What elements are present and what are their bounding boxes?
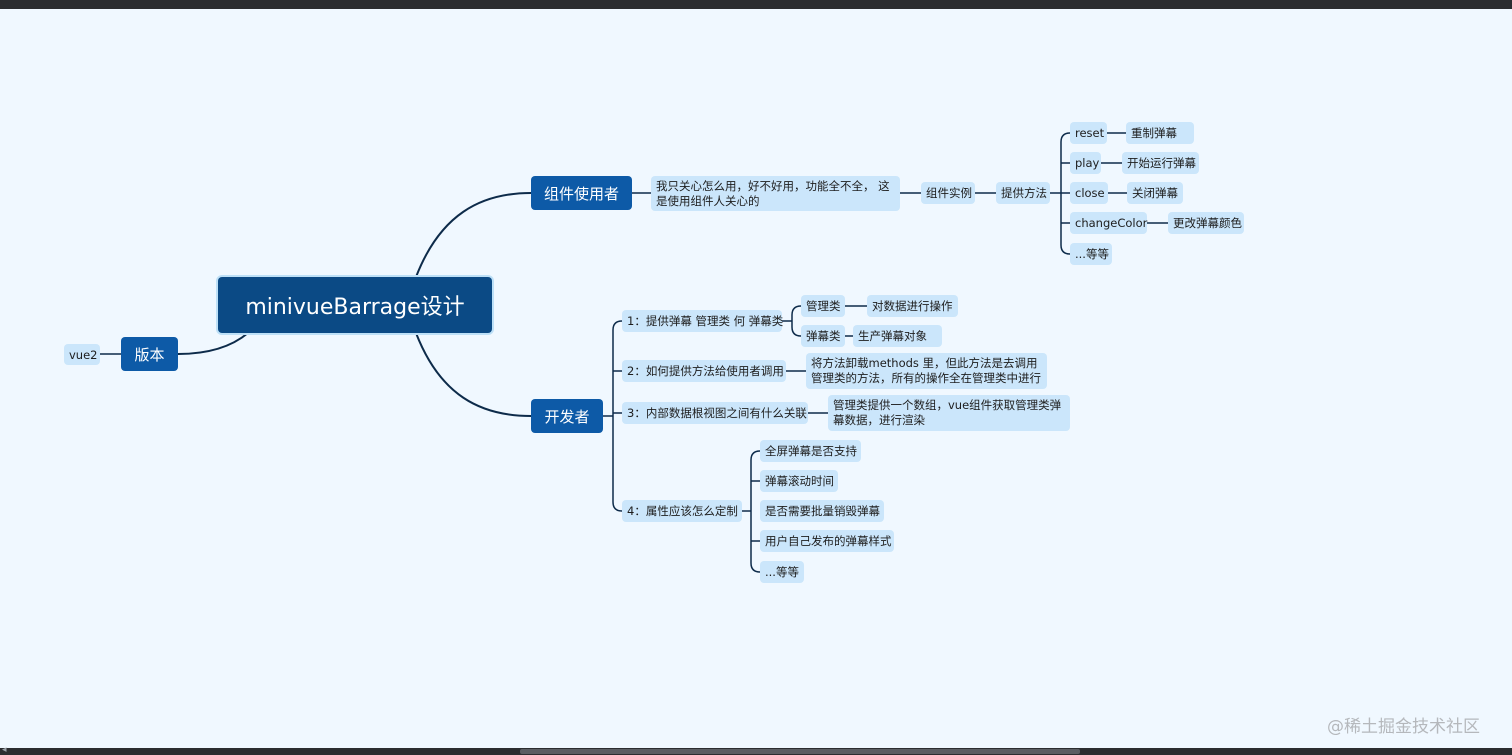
window-top-bar (0, 0, 1512, 9)
users-methods[interactable]: 提供方法 (996, 182, 1050, 204)
dev-item-3-desc-label: 管理类提供一个数组，vue组件获取管理类弹幕数据，进行渲染 (833, 398, 1062, 427)
method-play-label: play (1075, 156, 1100, 170)
method-play-desc-label: 开始运行弹幕 (1127, 156, 1196, 170)
version-vue2-label: vue2 (69, 347, 98, 362)
dev-item-2-desc-label: 将方法卸载methods 里，但此方法是去调用 管理类的方法，所有的操作全在管理… (811, 356, 1041, 385)
topic-version[interactable]: 版本 (121, 337, 178, 371)
dev-item-3[interactable]: 3：内部数据根视图之间有什么关联 (622, 402, 808, 424)
dev-item-3-label: 3：内部数据根视图之间有什么关联 (627, 406, 807, 420)
dev-item-2-label: 2：如何提供方法给使用者调用 (627, 364, 784, 378)
dev-item-4-batch-destroy-label: 是否需要批量销毁弹幕 (765, 504, 880, 518)
topic-users-label: 组件使用者 (543, 184, 619, 203)
method-play-desc[interactable]: 开始运行弹幕 (1122, 152, 1199, 174)
topic-version-label: 版本 (134, 345, 165, 364)
method-reset[interactable]: reset (1070, 122, 1107, 144)
root-topic[interactable]: minivueBarrage设计 (218, 277, 492, 333)
dev-item-3-desc[interactable]: 管理类提供一个数组，vue组件获取管理类弹幕数据，进行渲染 (828, 395, 1070, 431)
users-note[interactable]: 我只关心怎么用，好不好用，功能全不全， 这是使用组件人关心的 (651, 176, 900, 211)
method-changecolor-desc[interactable]: 更改弹幕颜色 (1168, 212, 1244, 234)
method-close[interactable]: close (1070, 182, 1108, 204)
dev-item-4-etc-label: ...等等 (765, 565, 799, 579)
method-etc[interactable]: ...等等 (1070, 243, 1112, 265)
version-vue2[interactable]: vue2 (64, 344, 100, 365)
method-changecolor-label: changeColor (1075, 216, 1148, 230)
dev-item-1-manager-desc[interactable]: 对数据进行操作 (867, 295, 958, 317)
dev-item-1-barrage[interactable]: 弹幕类 (801, 325, 845, 347)
dev-item-4-scroll-time[interactable]: 弹幕滚动时间 (760, 470, 838, 492)
dev-item-4-user-style[interactable]: 用户自己发布的弹幕样式 (760, 530, 894, 552)
dev-item-1-label: 1：提供弹幕 管理类 何 弹幕类 (627, 314, 784, 328)
method-play[interactable]: play (1070, 152, 1101, 174)
dev-item-4-fullscreen[interactable]: 全屏弹幕是否支持 (760, 440, 861, 462)
topic-developer-label: 开发者 (544, 407, 590, 426)
topic-developer[interactable]: 开发者 (531, 399, 603, 433)
dev-item-1-manager-label: 管理类 (806, 299, 841, 313)
method-changecolor[interactable]: changeColor (1070, 212, 1147, 234)
scroll-left-arrow-icon[interactable]: ◂ (2, 745, 7, 755)
link-root-version (177, 332, 249, 355)
dev-item-1-manager[interactable]: 管理类 (801, 295, 845, 317)
method-reset-desc-label: 重制弹幕 (1131, 126, 1177, 140)
link-root-users (415, 192, 532, 278)
method-reset-label: reset (1075, 126, 1105, 140)
method-changecolor-desc-label: 更改弹幕颜色 (1173, 216, 1242, 230)
method-reset-desc[interactable]: 重制弹幕 (1126, 122, 1194, 144)
method-etc-label: ...等等 (1075, 247, 1109, 261)
method-close-desc-label: 关闭弹幕 (1132, 186, 1178, 200)
dev-item-4-label: 4：属性应该怎么定制 (627, 504, 738, 518)
dev-item-2-desc[interactable]: 将方法卸载methods 里，但此方法是去调用 管理类的方法，所有的操作全在管理… (806, 353, 1047, 389)
dev-item-4-scroll-time-label: 弹幕滚动时间 (765, 474, 834, 488)
dev-item-4[interactable]: 4：属性应该怎么定制 (622, 500, 742, 522)
watermark: @稀土掘金技术社区 (1327, 717, 1480, 737)
dev-item-1-barrage-desc-label: 生产弹幕对象 (858, 329, 927, 343)
users-methods-label: 提供方法 (1001, 186, 1047, 200)
dev-item-1[interactable]: 1：提供弹幕 管理类 何 弹幕类 (622, 310, 784, 332)
users-instance-label: 组件实例 (926, 186, 972, 200)
dev-item-4-fullscreen-label: 全屏弹幕是否支持 (765, 444, 857, 458)
dev-item-4-batch-destroy[interactable]: 是否需要批量销毁弹幕 (760, 500, 884, 522)
dev-item-2[interactable]: 2：如何提供方法给使用者调用 (622, 360, 786, 382)
root-topic-label: minivueBarrage设计 (245, 295, 465, 320)
users-instance[interactable]: 组件实例 (921, 182, 975, 204)
dev-item-4-etc[interactable]: ...等等 (760, 561, 804, 583)
method-close-desc[interactable]: 关闭弹幕 (1127, 182, 1183, 204)
users-note-label: 我只关心怎么用，好不好用，功能全不全， 这是使用组件人关心的 (656, 178, 890, 208)
dev-item-1-barrage-label: 弹幕类 (806, 329, 841, 343)
topic-users[interactable]: 组件使用者 (531, 176, 632, 210)
scrollbar-thumb[interactable] (520, 749, 1080, 754)
dev-item-1-manager-desc-label: 对数据进行操作 (872, 299, 953, 313)
method-close-label: close (1075, 186, 1105, 200)
dev-item-1-barrage-desc[interactable]: 生产弹幕对象 (853, 325, 942, 347)
dev-item-4-user-style-label: 用户自己发布的弹幕样式 (765, 534, 892, 548)
link-root-developer (415, 332, 532, 417)
